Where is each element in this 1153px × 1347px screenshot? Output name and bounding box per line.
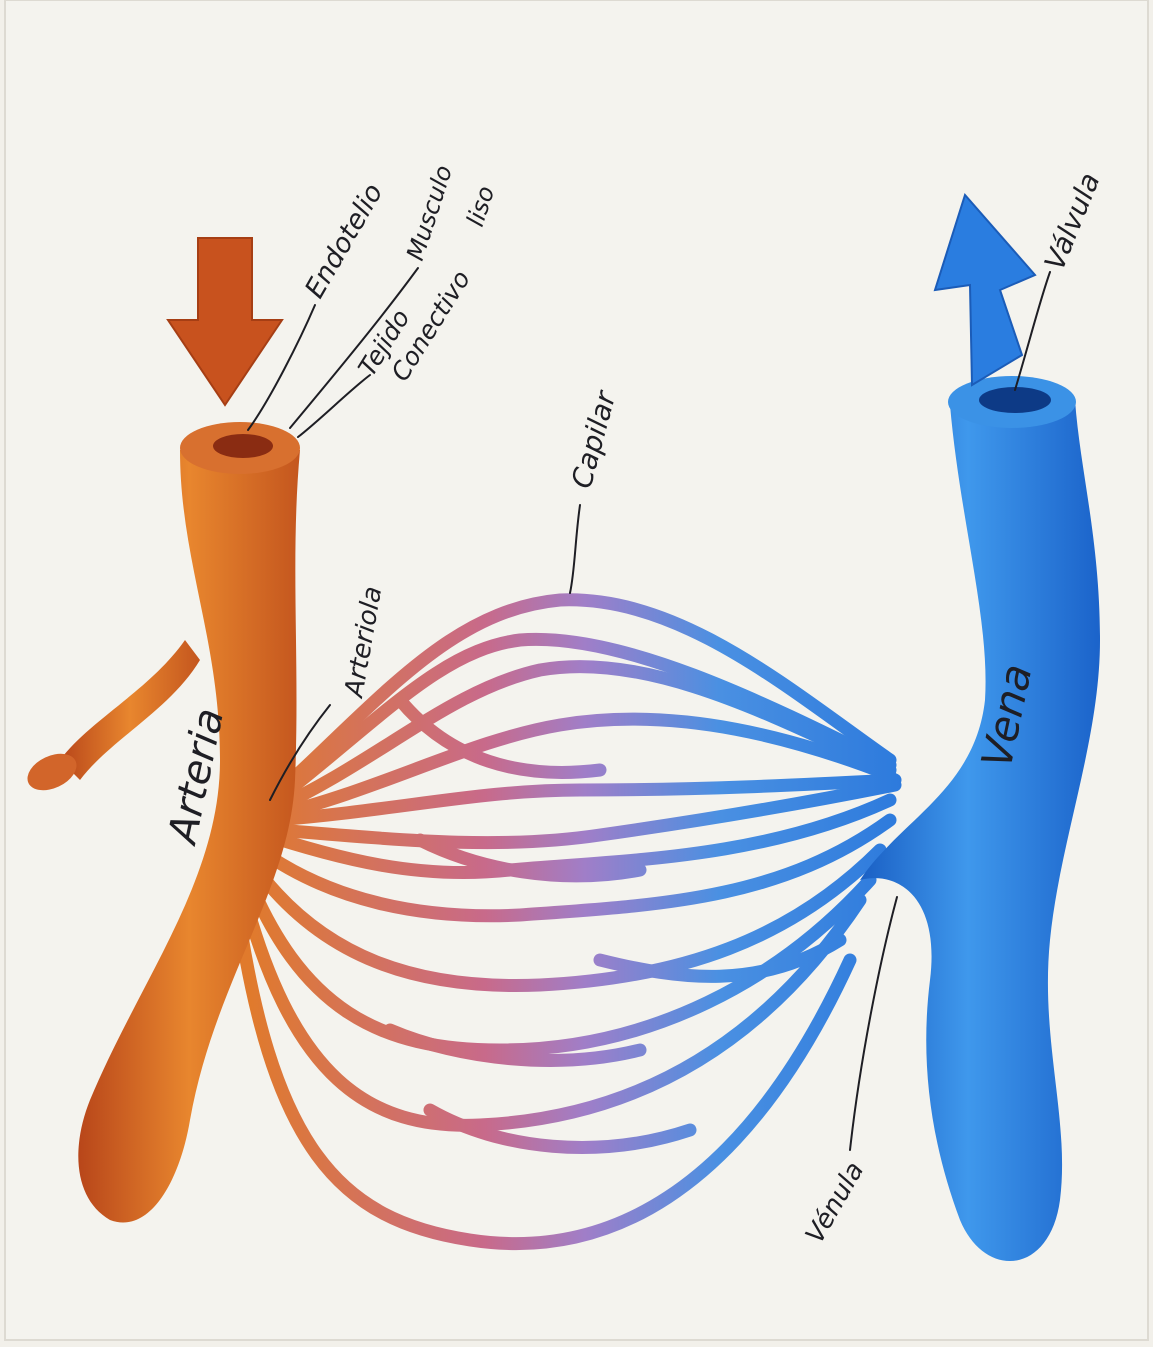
artery-lumen [213,434,273,458]
